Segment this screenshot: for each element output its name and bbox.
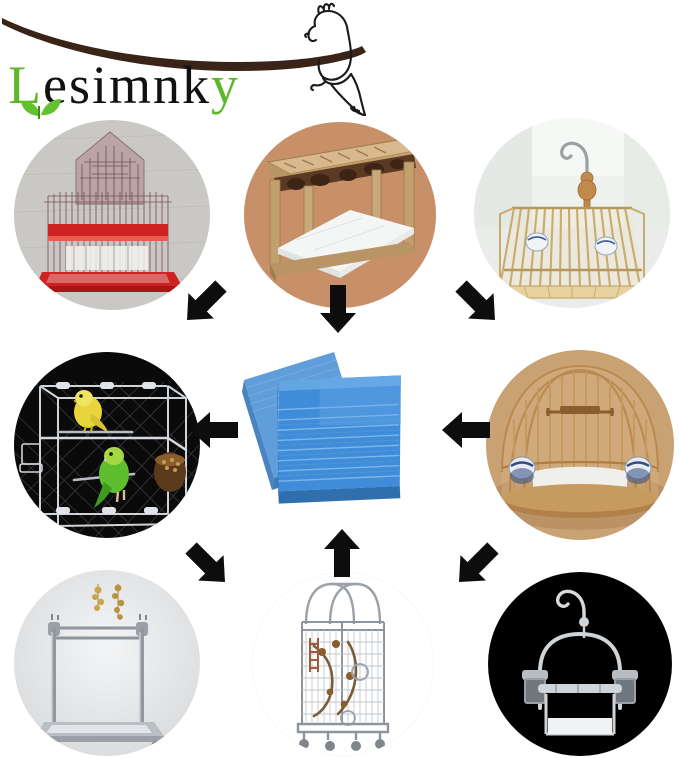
photo-frame: [474, 118, 670, 308]
arrow-to-bottom-left: [185, 542, 225, 582]
blue-liner-paper-stack: [242, 352, 401, 504]
branch-icon: [2, 18, 366, 71]
product-image-blue-liner-papers: [236, 344, 446, 524]
usage-photo-round-bamboo-cage: [486, 350, 674, 540]
peaked-roof-wire-cage-image: [14, 120, 210, 310]
usage-photo-stainless-play-stand: [14, 570, 200, 756]
usage-photo-rolling-aviary-cage: [252, 572, 434, 756]
usage-photo-bamboo-hanging-cage: [474, 118, 670, 308]
hanging-bird-swing-perch-image: [488, 572, 672, 756]
yellow-budgie: [74, 390, 108, 433]
photo-frame: [14, 570, 200, 756]
arrow-to-middle-right: [442, 412, 490, 448]
brand-letter-y: y: [211, 55, 240, 115]
photo-frame: [488, 572, 672, 756]
arrow-to-middle-left: [190, 412, 238, 448]
photo-frame: [252, 572, 434, 756]
bamboo-hanging-cage-image: [474, 118, 670, 308]
stainless-play-stand-image: [14, 570, 200, 756]
usage-photo-wooden-perch-stand: [244, 122, 436, 308]
round-bamboo-cage-image: [486, 350, 674, 540]
photo-frame: [244, 122, 436, 308]
photo-frame: [14, 352, 200, 538]
photo-frame: [14, 120, 210, 310]
parrot-outline-icon: [304, 2, 367, 117]
acrylic-cage-with-budgies-image: [14, 352, 200, 538]
arrow-to-top-center: [320, 285, 356, 333]
brand-wordmark: Lesimnky: [8, 58, 240, 112]
arrow-to-bottom-center: [324, 529, 360, 577]
brand-letters-mid: esimnk: [43, 55, 211, 115]
brand-logo: Lesimnky: [0, 0, 400, 120]
arrow-to-top-right: [455, 280, 495, 320]
wooden-perch-stand-image: [244, 122, 436, 308]
arrow-to-bottom-right: [459, 542, 499, 582]
rolling-aviary-cage-image: [252, 572, 434, 756]
leaf-icon: [21, 99, 61, 119]
photo-frame: [486, 350, 674, 540]
usage-photo-hanging-bird-swing-perch: [488, 572, 672, 756]
arrow-to-top-left: [187, 280, 227, 320]
usage-photo-peaked-roof-wire-cage: [14, 120, 210, 310]
usage-photo-acrylic-cage-with-budgies: [14, 352, 200, 538]
green-budgie: [94, 447, 129, 508]
